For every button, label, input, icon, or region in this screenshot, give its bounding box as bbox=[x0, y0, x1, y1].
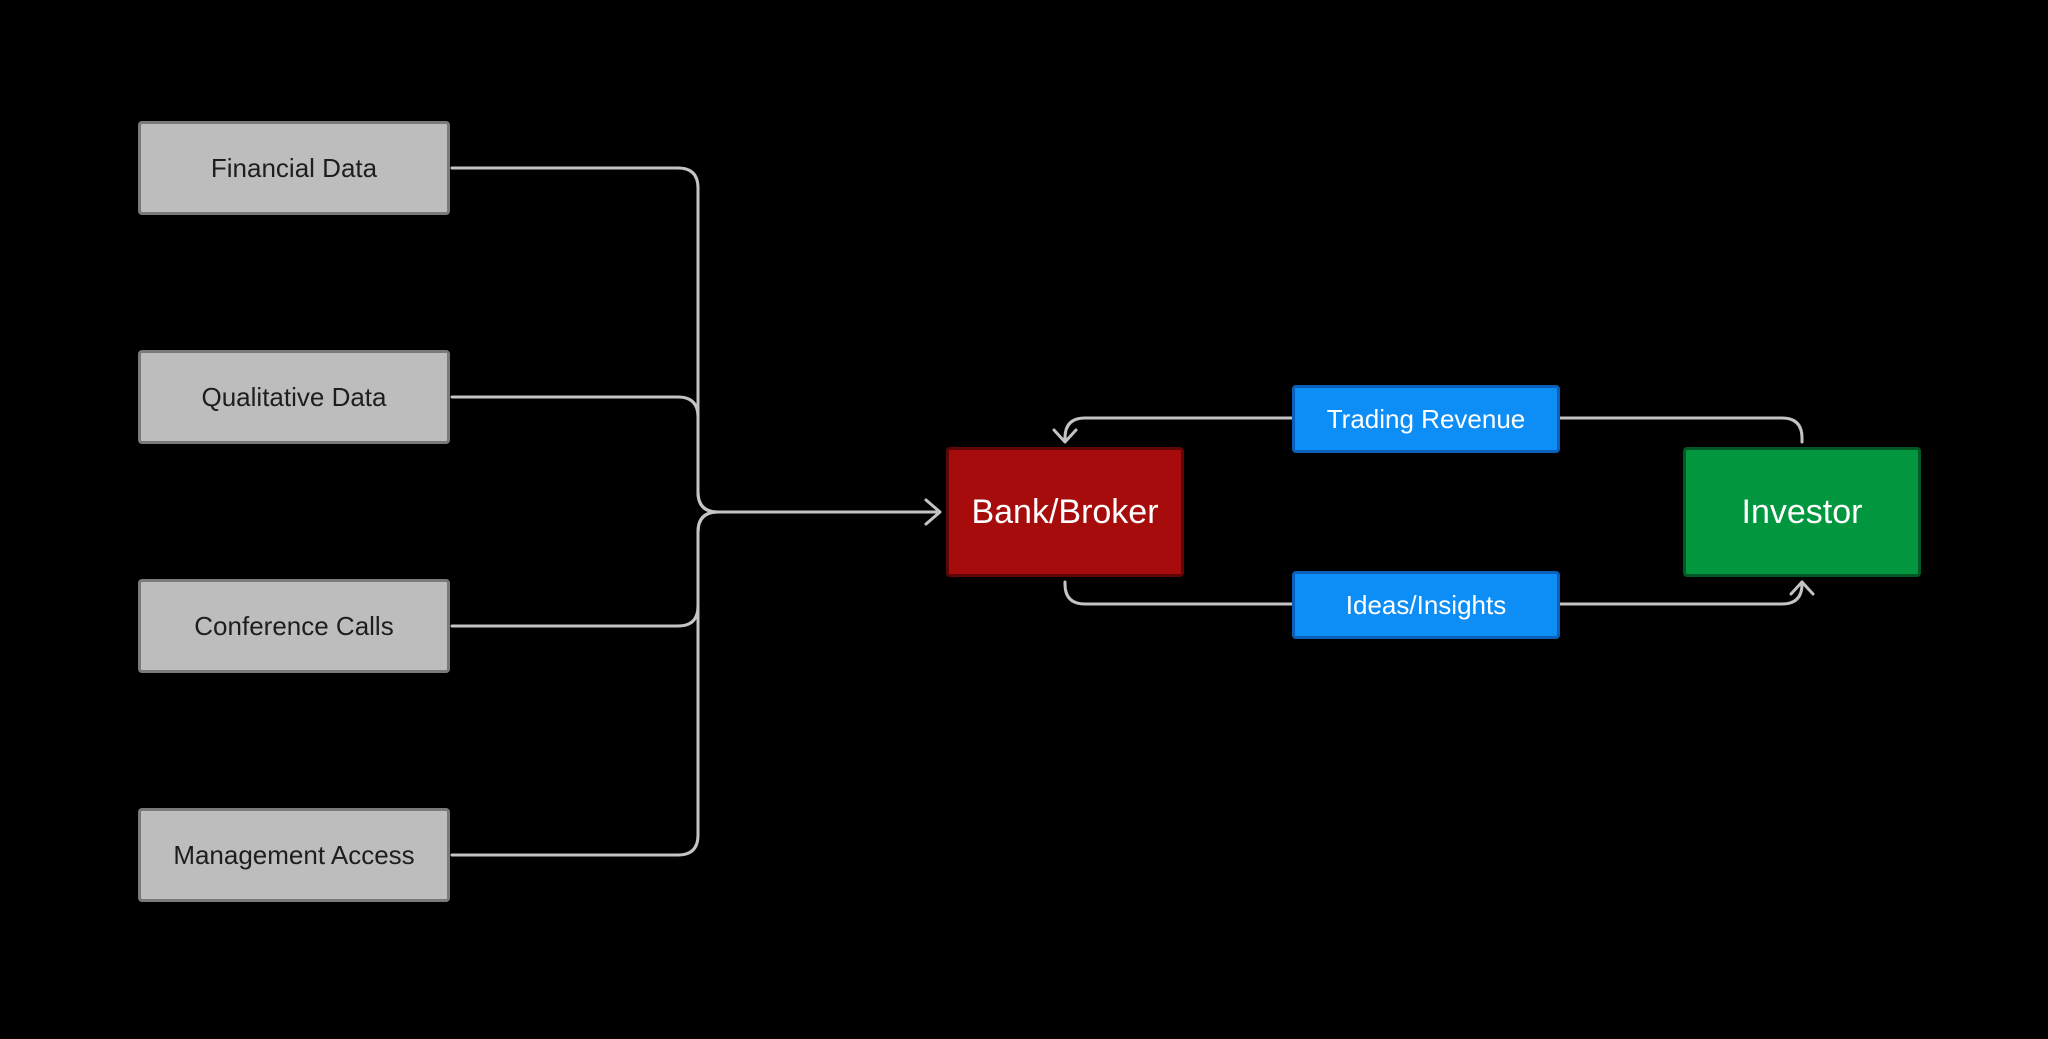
arrowhead-ideas-insights bbox=[1789, 580, 1815, 596]
trading-revenue-label-box: Trading Revenue bbox=[1292, 385, 1560, 453]
source-box-management-access: Management Access bbox=[138, 808, 450, 902]
source-box-qualitative-data: Qualitative Data bbox=[138, 350, 450, 444]
ideas-insights-label: Ideas/Insights bbox=[1345, 589, 1507, 620]
source-label: Conference Calls bbox=[194, 610, 394, 641]
investor-box: Investor bbox=[1683, 447, 1921, 577]
source-box-conference-calls: Conference Calls bbox=[138, 579, 450, 673]
ideas-insights-label-box: Ideas/Insights bbox=[1292, 571, 1560, 639]
source-label: Management Access bbox=[173, 839, 415, 870]
connector-qualitative-data bbox=[450, 395, 720, 514]
trading-revenue-label: Trading Revenue bbox=[1326, 403, 1526, 434]
investor-label: Investor bbox=[1741, 492, 1863, 531]
connector-management-access bbox=[450, 510, 720, 857]
source-label: Qualitative Data bbox=[201, 381, 387, 412]
bank-broker-label: Bank/Broker bbox=[971, 492, 1159, 531]
source-box-financial-data: Financial Data bbox=[138, 121, 450, 215]
source-label: Financial Data bbox=[210, 152, 378, 183]
connector-conference-calls bbox=[450, 510, 720, 628]
arrowhead-trading-revenue bbox=[1052, 428, 1078, 444]
connector-financial-data bbox=[450, 166, 720, 514]
bank-broker-box: Bank/Broker bbox=[946, 447, 1184, 577]
arrowhead-bank-input bbox=[924, 498, 942, 526]
